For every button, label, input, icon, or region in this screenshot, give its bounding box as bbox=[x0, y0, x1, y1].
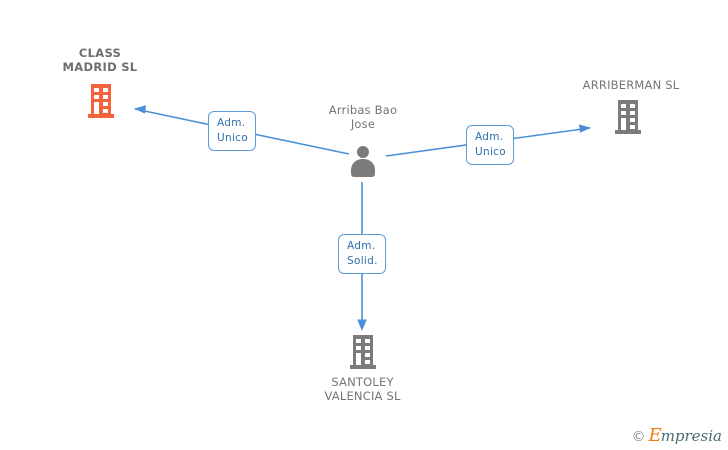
building-icon-arriberman bbox=[615, 100, 641, 134]
company-label-santoley: SANTOLEY VALENCIA SL bbox=[324, 375, 401, 403]
relation-badge-santoley[interactable]: Adm. Solid. bbox=[338, 234, 386, 274]
person-icon bbox=[349, 146, 377, 177]
relation-badge-class-madrid[interactable]: Adm. Unico bbox=[208, 111, 256, 151]
brand-initial: E bbox=[648, 425, 662, 446]
relation-badge-arriberman[interactable]: Adm. Unico bbox=[466, 125, 514, 165]
person-label-arribas-bao-jose: Arribas Bao Jose bbox=[328, 103, 398, 131]
empresia-watermark: © E mpresia bbox=[632, 427, 722, 445]
company-label-arriberman: ARRIBERMAN SL bbox=[582, 78, 680, 92]
company-label-class-madrid: CLASS MADRID SL bbox=[62, 46, 138, 74]
building-icon-santoley bbox=[350, 335, 376, 369]
building-icon-class-madrid bbox=[88, 84, 114, 118]
copyright-icon: © bbox=[631, 429, 646, 445]
brand-name: mpresia bbox=[660, 427, 722, 445]
